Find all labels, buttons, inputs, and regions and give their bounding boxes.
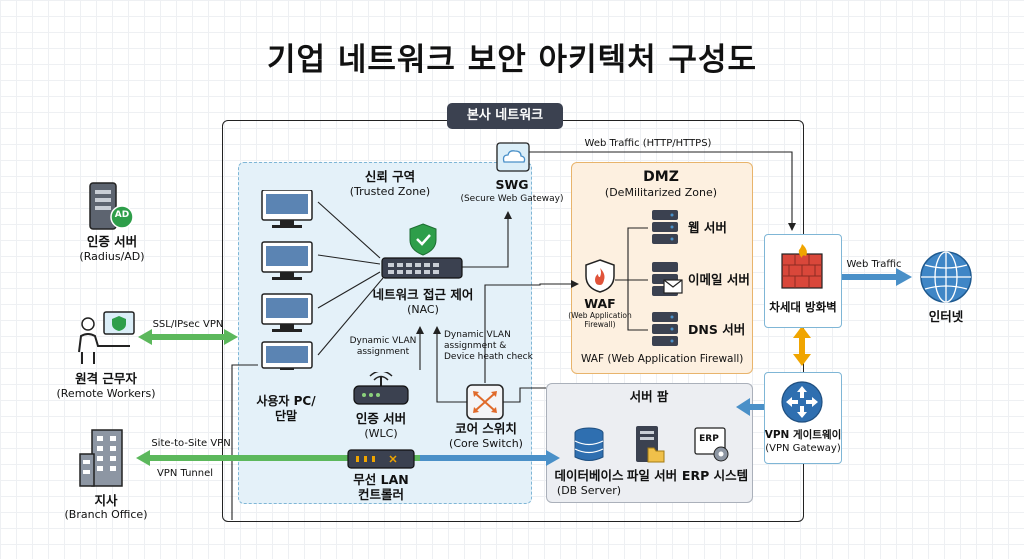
wlc-label: 인증 서버 [355,411,407,426]
erp-label: ERP 시스템 [681,468,749,483]
page-title: 기업 네트워크 보안 아키텍처 구성도 [267,42,757,78]
db-sub: (DB Server) [556,484,622,497]
cloud-gateway-icon [496,142,530,172]
auth-server-label: 인증 서버 [86,234,138,249]
wireless-router-icon [353,372,409,405]
swg-sub: (Secure Web Gateway) [460,194,564,204]
branch-sub: (Branch Office) [64,508,148,521]
erp-icon [694,427,729,462]
dyn-vlan-2b: assignment & [444,341,507,351]
dyn-vlan-1a: Dynamic VLAN [349,336,417,346]
core-sub: (Core Switch) [449,437,523,450]
wlan-label1: 무선 LAN [353,472,409,487]
core-label: 코어 스위치 [455,421,517,436]
globe-icon [920,251,972,303]
vpn-gateway-sub: (VPN Gateway) [765,443,841,454]
waf-label: WAF [584,296,616,311]
trusted-zone-title: 신뢰 구역 [364,169,416,184]
user-pc-label2: 단말 [274,409,298,423]
monitor-icon [261,293,313,332]
db-label: 데이터베이스 [554,468,624,483]
monitor-icon [261,190,313,228]
dyn-vlan-2a: Dynamic VLAN [444,330,511,340]
user-pc-label1: 사용자 PC/ [256,394,316,408]
ad-badge: AD [114,210,130,220]
trusted-zone-subtitle: (Trusted Zone) [349,185,431,198]
dmz-server-icons [652,210,683,346]
dmz-title: DMZ [643,169,679,185]
mail-server-label: 이메일 서버 [688,272,750,287]
waf-shield-icon [585,259,615,293]
web-traffic-right-label: Web Traffic [846,259,902,270]
remote-worker-icon [78,311,135,364]
vpn-tunnel-label: VPN Tunnel [156,468,214,479]
nac-device-icon [381,223,463,279]
branch-label: 지사 [94,493,118,508]
nac-sub: (NAC) [407,303,439,316]
database-icon [574,427,604,461]
web-server-label: 웹 서버 [688,220,727,235]
pc-monitor-icons [261,190,313,370]
internet-label: 인터넷 [928,309,964,324]
server-farm-title: 서버 팜 [629,389,669,404]
remote-sub: (Remote Workers) [56,387,156,400]
s2s-vpn-label: Site-to-Site VPN [151,438,231,449]
ssl-vpn-label: SSL/IPsec VPN [152,319,224,330]
remote-label: 원격 근무자 [75,371,137,386]
wlan-label2: 컨트롤러 [357,487,404,502]
server-tower-icon [89,182,134,230]
hq-network-label: 본사 네트워크 [447,103,563,129]
dmz-footer: WAF (Web Application Firewall) [581,353,744,365]
router-icon [781,381,823,423]
shield-icon [409,223,437,256]
dyn-vlan-1b: assignment [356,347,410,357]
core-switch-icon [466,384,504,420]
file-server-icon [636,426,665,463]
swg-label: SWG [495,177,529,192]
server-rack-icon [652,312,678,346]
firewall-icon [781,244,823,289]
dmz-subtitle: (DeMilitarized Zone) [604,186,718,199]
server-rack-icon [652,262,683,296]
file-server-label: 파일 서버 [626,468,678,483]
erp-badge: ERP [699,434,719,444]
building-icon [79,429,123,487]
ngfw-label: 차세대 방화벽 [769,300,837,314]
auth-server-sub: (Radius/AD) [79,250,145,263]
wlc-sub: (WLC) [364,427,398,440]
server-rack-icon [652,210,678,244]
web-traffic-top-label: Web Traffic (HTTP/HTTPS) [584,138,712,149]
dns-server-label: DNS 서버 [688,322,746,337]
vpn-gateway-label: VPN 게이트웨이 [764,429,842,441]
waf-sub2: Firewall) [584,320,616,329]
auth-server-node: AD [86,181,136,239]
waf-sub1: (Web Application [568,311,632,320]
nac-label: 네트워크 접근 제어 [372,287,474,302]
monitor-icon [261,241,313,280]
dyn-vlan-2c: Device heath check [444,352,533,362]
wlan-controller-icon [347,449,415,469]
monitor-icon [261,341,313,370]
